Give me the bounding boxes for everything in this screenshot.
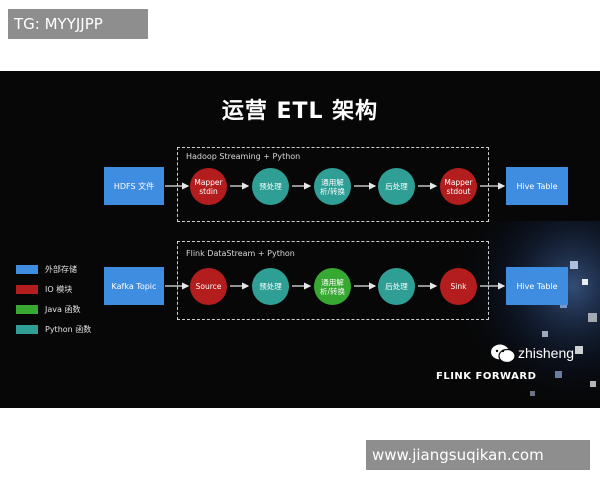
legend-label: Java 函数 [45, 305, 81, 314]
flink-group [177, 241, 489, 320]
legend-label: IO 模块 [45, 285, 73, 294]
flink-forward-logo: FLINK FORWARD [436, 371, 537, 382]
legend-item: 外部存储 [16, 264, 91, 275]
hdfs-source-box: HDFS 文件 [104, 167, 164, 205]
sink-node: Sink [440, 268, 477, 305]
legend-swatch [16, 305, 38, 314]
legend-swatch [16, 325, 38, 334]
flow-arrows [165, 182, 506, 290]
decorative-glow [420, 221, 600, 408]
mapper-stdout-node: Mapper stdout [440, 168, 477, 205]
legend-item: IO 模块 [16, 284, 91, 295]
flink-group-label: Flink DataStream + Python [186, 249, 295, 258]
parse-transform-node: 通用解 析/转换 [314, 168, 351, 205]
legend-item: Python 函数 [16, 324, 91, 335]
mapper-stdin-node: Mapper stdin [190, 168, 227, 205]
slide-title: 运营 ETL 架构 [221, 99, 379, 124]
legend: 外部存储 IO 模块 Java 函数 Python 函数 [16, 264, 91, 335]
wechat-handle: zhisheng [518, 345, 575, 361]
postprocess-node: 后处理 [378, 268, 415, 305]
legend-swatch [16, 265, 38, 274]
slide: 运营 ETL 架构 Hadoop Streaming + Python Flin… [0, 71, 600, 408]
hadoop-group-label: Hadoop Streaming + Python [186, 152, 301, 161]
hive-table-box: Hive Table [506, 267, 568, 305]
watermark-bottom: www.jiangsuqikan.com [366, 440, 590, 470]
preprocess-node: 预处理 [252, 268, 289, 305]
hive-table-box: Hive Table [506, 167, 568, 205]
legend-swatch [16, 285, 38, 294]
preprocess-node: 预处理 [252, 168, 289, 205]
watermark-top: TG: MYYJJPP [8, 9, 148, 39]
legend-label: 外部存储 [45, 265, 77, 274]
source-node: Source [190, 268, 227, 305]
legend-label: Python 函数 [45, 325, 92, 334]
kafka-source-box: Kafka Topic [104, 267, 164, 305]
parse-transform-node: 通用解 析/转换 [314, 268, 351, 305]
wechat-icon [490, 343, 516, 365]
postprocess-node: 后处理 [378, 168, 415, 205]
hadoop-group [177, 147, 489, 222]
legend-item: Java 函数 [16, 304, 91, 315]
